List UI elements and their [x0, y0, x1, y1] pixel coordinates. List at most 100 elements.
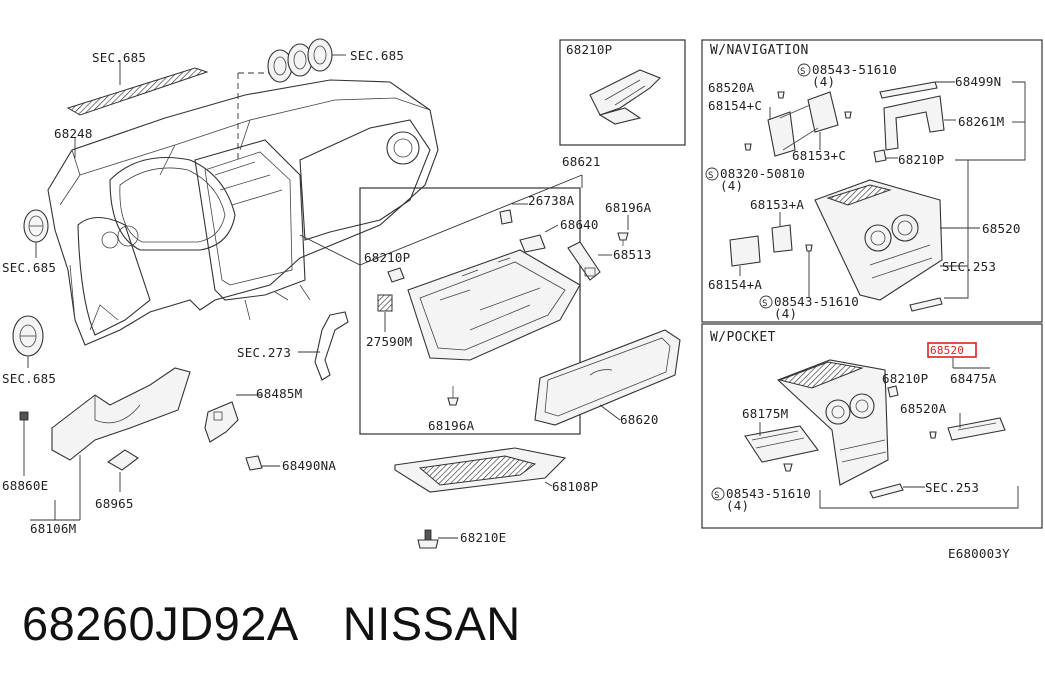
center-stack-opening [194, 139, 306, 301]
part-68490na-clip [245, 455, 280, 471]
part-68108p-tray [394, 447, 567, 493]
cluster-hood [109, 157, 236, 251]
label-68196a-top: 68196A [605, 200, 652, 215]
box-68210p [559, 39, 686, 146]
label-nav-68520a: 68520A [708, 80, 755, 95]
part-68860e-clip [19, 411, 29, 476]
label-nav-qty-top: (4) [812, 74, 835, 89]
screw-s-nav-top: S [800, 67, 805, 77]
nav-section-header: W/NAVIGATION [710, 43, 809, 58]
label-26738a: 26738A [528, 193, 575, 208]
label-sec685-top: SEC.685 [92, 50, 146, 65]
part-68106m-lower-cover [30, 367, 191, 521]
instrument-panel-assembly [47, 67, 439, 346]
label-nav-qty-bottom: (4) [774, 306, 797, 321]
right-vent-inner [393, 138, 413, 158]
screw-symbol-pocket [711, 487, 725, 501]
label-pocket-68210p: 68210P [882, 371, 928, 386]
dash-ribs [59, 119, 251, 206]
label-pocket-68520-highlighted: 68520 [930, 344, 964, 357]
label-27590m: 27590M [366, 334, 412, 349]
label-68620: 68620 [620, 412, 659, 427]
label-pocket-qty: (4) [726, 498, 749, 513]
part-68640-lamp [519, 224, 559, 253]
part-68485m-bracket [204, 394, 262, 443]
label-pocket-68520a: 68520A [900, 401, 947, 416]
part-caption: 68260JD92A NISSAN [22, 596, 521, 651]
label-68210p-glove: 68210P [364, 250, 410, 265]
lower-left-support [69, 264, 119, 331]
screw-s-nav-bottom: S [762, 299, 767, 309]
navigation-section-frame [701, 39, 1043, 323]
label-68196a-bottom: 68196A [428, 418, 475, 433]
label-68965: 68965 [95, 496, 134, 511]
pocket-section-header: W/POCKET [710, 330, 776, 345]
center-stack-inner [204, 151, 293, 286]
right-vent-outer [386, 131, 420, 165]
diagram-code: E680003Y [948, 546, 1010, 561]
screw-symbol-nav-bottom [759, 295, 773, 309]
glovebox-leaders [299, 174, 583, 266]
mount-tabs [244, 284, 311, 321]
label-68106m: 68106M [30, 521, 76, 536]
label-sec685-left-upper: SEC.685 [2, 260, 56, 275]
right-dash-section [299, 119, 431, 241]
part-68513-switch [567, 241, 612, 281]
vent-guide-line [237, 72, 280, 160]
part-68196a-screws [447, 215, 629, 406]
label-68108p: 68108P [552, 479, 598, 494]
label-nav-68520: 68520 [982, 221, 1021, 236]
pocket-section-frame [701, 323, 1043, 529]
label-group: SEC.685 SEC.685 SEC.685 SEC.685 68248 SE… [2, 42, 1021, 561]
label-nav-68210p: 68210P [898, 152, 944, 167]
label-nav-68154a: 68154+A [708, 277, 762, 292]
screw-s-pocket: S [714, 491, 719, 501]
left-vent-ring [101, 231, 119, 249]
label-68490na: 68490NA [282, 458, 336, 473]
label-68513: 68513 [613, 247, 652, 262]
part-number: 68260JD92A [22, 597, 299, 650]
label-nav-08543-51610-top: 08543-51610 [812, 62, 897, 77]
label-68248: 68248 [54, 126, 93, 141]
screw-symbol-nav-top [797, 63, 811, 77]
defroster-grille [66, 67, 209, 116]
label-pocket-sec253: SEC.253 [925, 480, 979, 495]
label-nav-68261m: 68261M [958, 114, 1004, 129]
label-pocket-08543-51610: 08543-51610 [726, 486, 811, 501]
label-sec273: SEC.273 [237, 345, 291, 360]
manufacturer-name: NISSAN [342, 597, 521, 650]
label-68485m: 68485M [256, 386, 302, 401]
label-pocket-68475a: 68475A [950, 371, 997, 386]
label-nav-68153a: 68153+A [750, 197, 804, 212]
part-68210e-fastener [417, 529, 458, 549]
highlighted-part-callout [927, 342, 977, 358]
column-opening [77, 216, 151, 336]
sec273-bracket [298, 311, 349, 381]
label-68640: 68640 [560, 217, 599, 232]
part-68210p-clip [589, 69, 661, 125]
label-pocket-68175m: 68175M [742, 406, 788, 421]
part-68210p-glove-clip [387, 267, 405, 283]
label-nav-08543-51610-bottom: 08543-51610 [774, 294, 859, 309]
screw-symbol-nav-mid [705, 167, 719, 181]
part-27590m [377, 294, 393, 332]
part-68620-glovebox-lid [534, 329, 681, 426]
label-nav-sec253: SEC.253 [942, 259, 996, 274]
part-68965-cover [106, 449, 139, 492]
label-sec685-left-lower: SEC.685 [2, 371, 56, 386]
label-nav-08320-50810: 08320-50810 [720, 166, 805, 181]
nav-parts [729, 81, 1026, 312]
label-68210e: 68210E [460, 530, 506, 545]
label-nav-qty-mid: (4) [720, 178, 743, 193]
label-nav-68154c: 68154+C [708, 98, 762, 113]
glovebox-group-frame [359, 187, 581, 435]
label-sec685-right: SEC.685 [350, 48, 404, 63]
label-nav-68153c: 68153+C [792, 148, 846, 163]
left-side-vents [12, 209, 49, 368]
center-vents [267, 38, 346, 83]
part-glovebox-housing [407, 249, 581, 361]
label-nav-68499n: 68499N [955, 74, 1001, 89]
cluster-knob [117, 225, 139, 247]
